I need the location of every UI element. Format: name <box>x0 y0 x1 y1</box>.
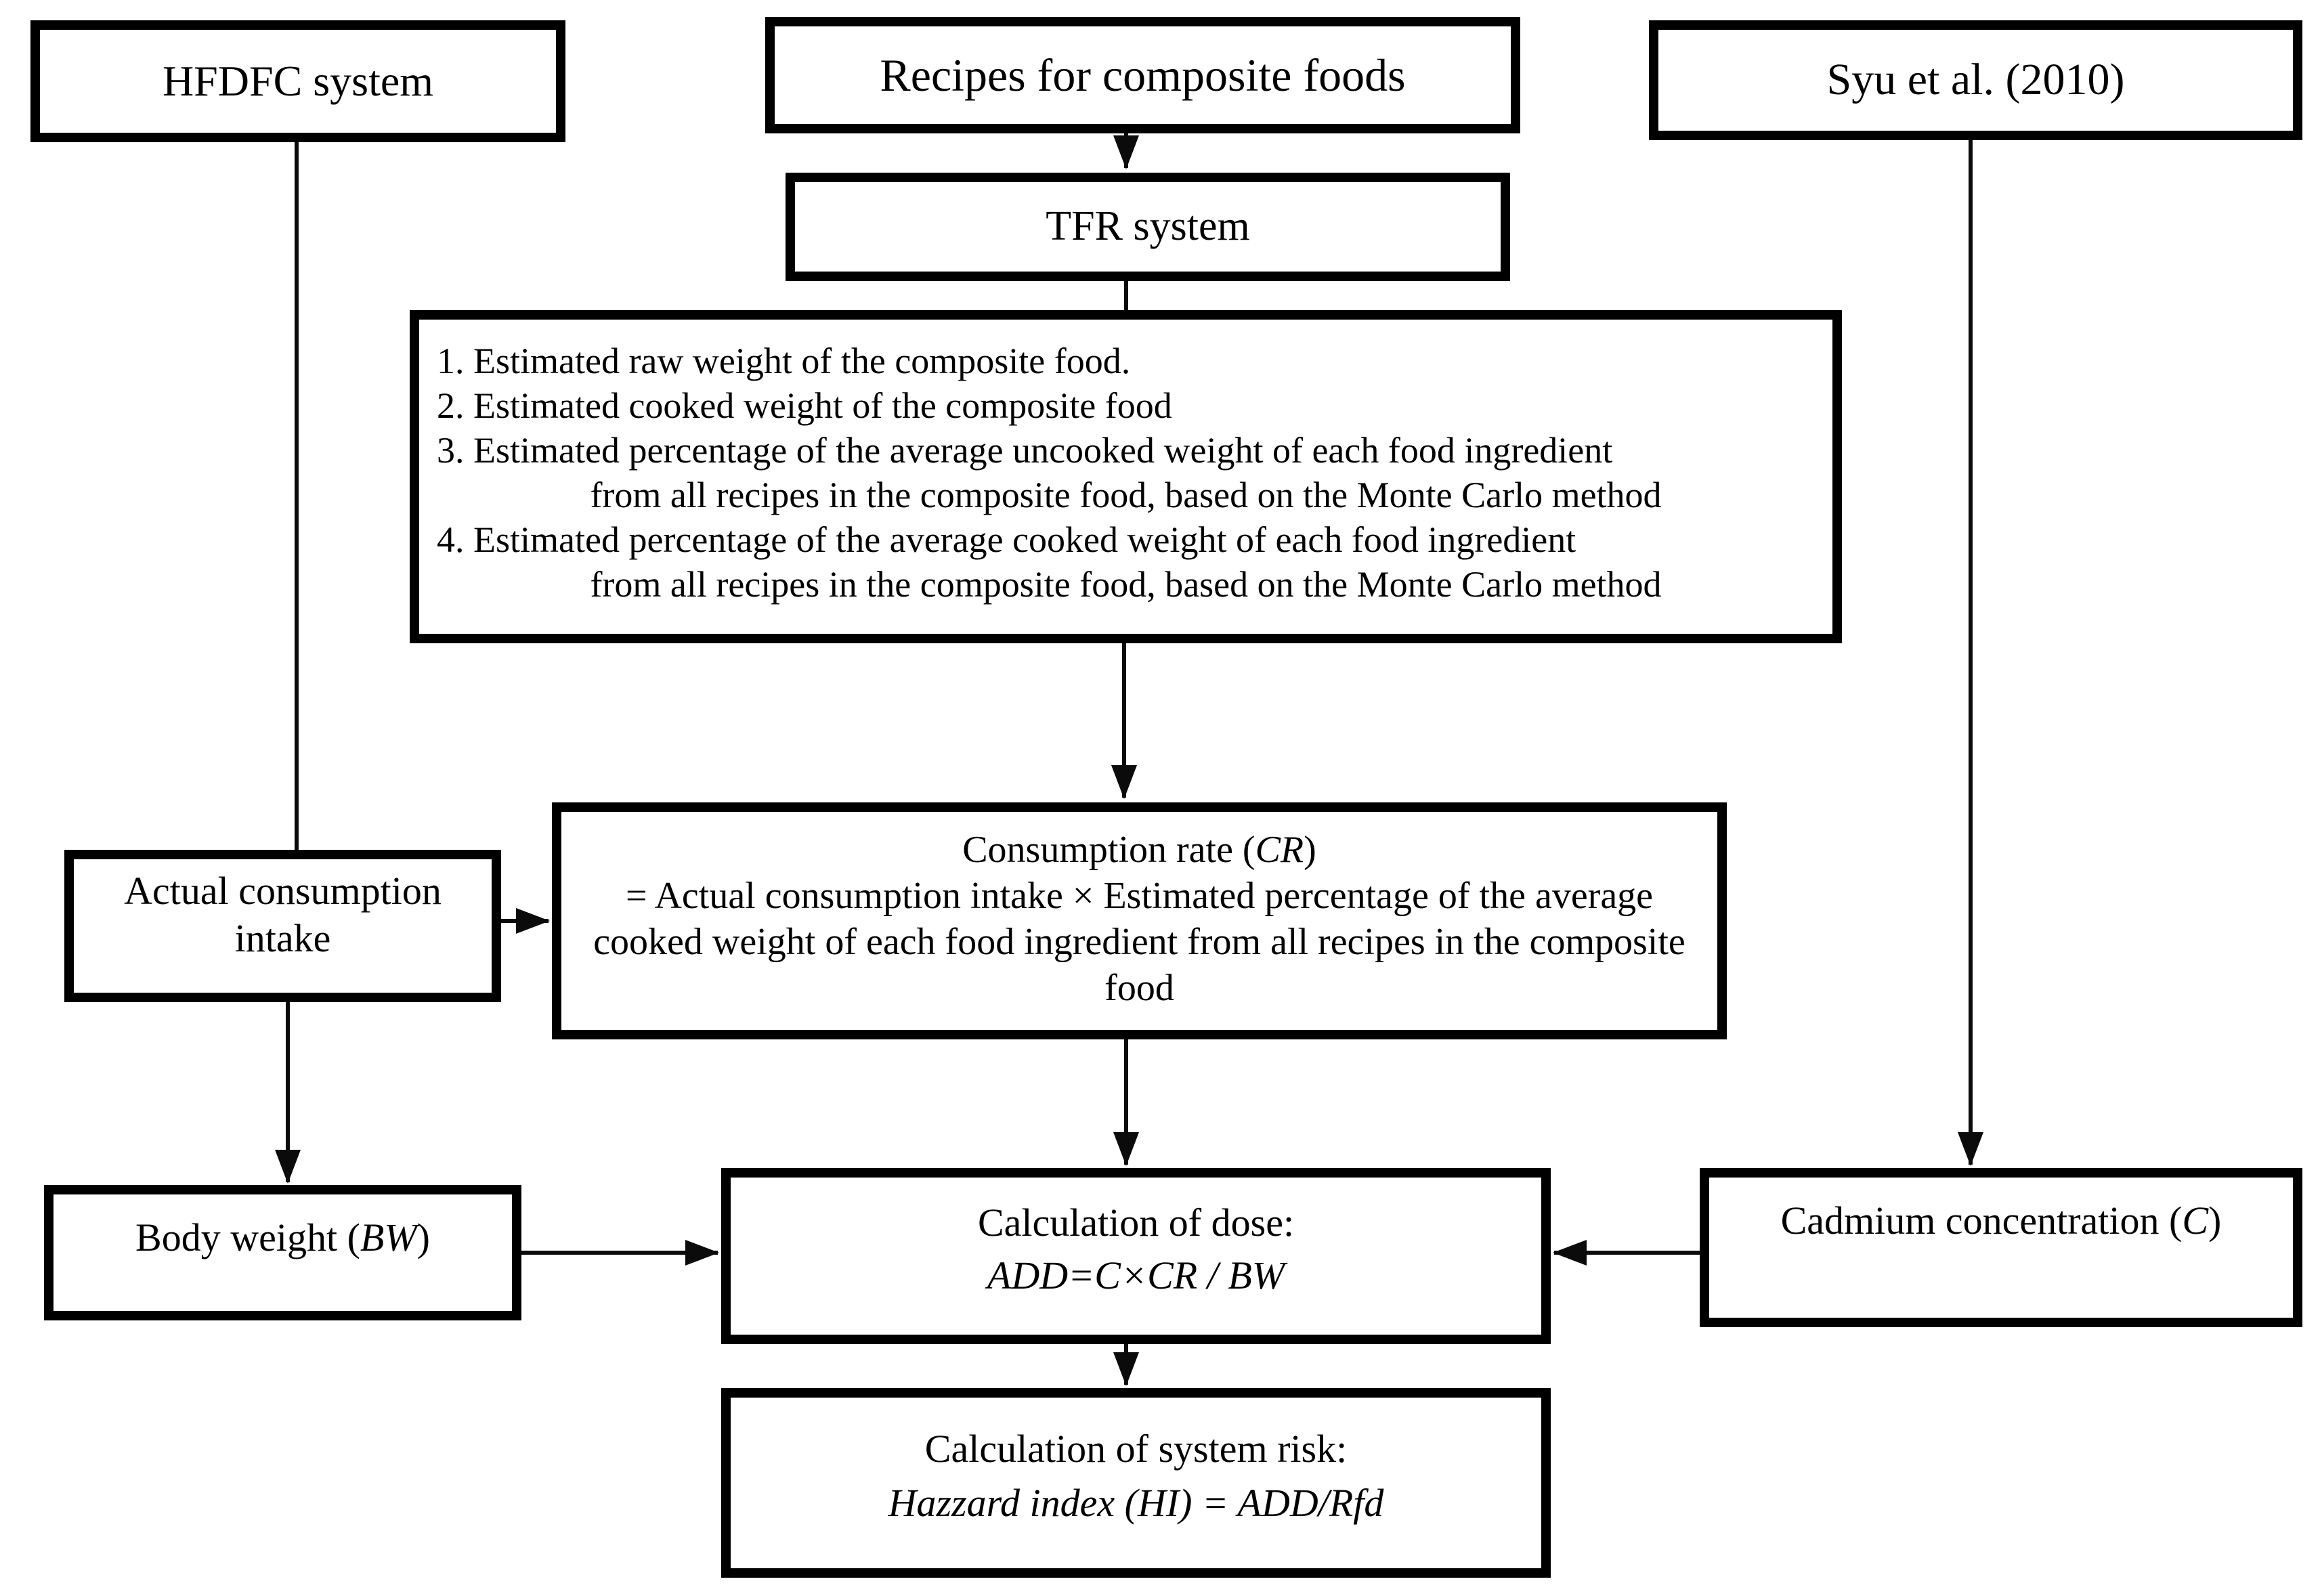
node-calculation-of-dose: Calculation of dose: ADD=C×CR / BW <box>721 1168 1551 1344</box>
body-weight-label: Body weight (BW) <box>135 1213 430 1263</box>
dose-title: Calculation of dose: <box>977 1201 1295 1245</box>
list-item-line: 2. Estimated cooked weight of the compos… <box>437 385 1172 426</box>
recipes-label: Recipes for composite foods <box>880 49 1406 101</box>
list-item-line: 1. Estimated raw weight of the composite… <box>437 341 1131 381</box>
consumption-rate-title-pre: Consumption rate ( <box>962 829 1255 871</box>
risk-title: Calculation of system risk: <box>924 1427 1348 1471</box>
cadmium-label-pre: Cadmium concentration ( <box>1780 1199 2183 1243</box>
list-item: 1. Estimated raw weight of the composite… <box>437 339 1815 383</box>
body-weight-label-pre: Body weight ( <box>135 1215 360 1259</box>
list-item-line: 3. Estimated percentage of the average u… <box>437 430 1613 471</box>
node-hfdfc-system: HFDFC system <box>30 20 565 142</box>
list-item-line: 4. Estimated percentage of the average c… <box>437 519 1576 560</box>
consumption-rate-title: Consumption rate (CR) <box>962 827 1316 873</box>
node-cadmium-concentration: Cadmium concentration (C) <box>1700 1168 2302 1327</box>
dose-formula-text: ADD=C×CR / BW <box>987 1253 1285 1297</box>
list-item: 4. Estimated percentage of the average c… <box>437 517 1815 607</box>
node-estimated-outputs-list: 1. Estimated raw weight of the composite… <box>410 310 1842 643</box>
node-recipes-for-composite-foods: Recipes for composite foods <box>765 17 1520 133</box>
cadmium-label: Cadmium concentration (C) <box>1781 1196 2222 1246</box>
risk-formula: Hazzard index (HI) = ADD/Rfd <box>888 1476 1384 1530</box>
consumption-rate-title-post: ) <box>1304 829 1316 871</box>
syu-label: Syu et al. (2010) <box>1826 55 2125 105</box>
consumption-rate-variable: CR <box>1255 829 1304 871</box>
node-actual-consumption-intake: Actual consumption intake <box>64 850 501 1002</box>
body-weight-variable: BW <box>360 1215 417 1259</box>
node-consumption-rate: Consumption rate (CR) = Actual consumpti… <box>552 802 1727 1039</box>
list-item: 2. Estimated cooked weight of the compos… <box>437 383 1815 428</box>
node-body-weight: Body weight (BW) <box>44 1185 521 1320</box>
hfdfc-label: HFDFC system <box>162 57 434 105</box>
cadmium-variable: C <box>2182 1199 2209 1243</box>
body-weight-label-post: ) <box>416 1215 430 1259</box>
actual-intake-label: Actual consumption intake <box>124 868 442 960</box>
node-tfr-system: TFR system <box>786 173 1510 281</box>
list-item: 3. Estimated percentage of the average u… <box>437 428 1815 517</box>
cadmium-label-post: ) <box>2208 1199 2222 1243</box>
node-calculation-of-system-risk: Calculation of system risk: Hazzard inde… <box>721 1388 1551 1578</box>
node-syu-et-al-2010: Syu et al. (2010) <box>1649 20 2302 140</box>
risk-formula-text: Hazzard index (HI) = ADD/Rfd <box>888 1481 1384 1525</box>
list-item-continuation: from all recipes in the composite food, … <box>590 564 1662 605</box>
tfr-label: TFR system <box>1046 203 1250 250</box>
consumption-rate-equation: = Actual consumption intake × Estimated … <box>593 875 1685 1009</box>
list-item-continuation: from all recipes in the composite food, … <box>590 475 1662 515</box>
dose-formula: ADD=C×CR / BW <box>987 1249 1285 1302</box>
